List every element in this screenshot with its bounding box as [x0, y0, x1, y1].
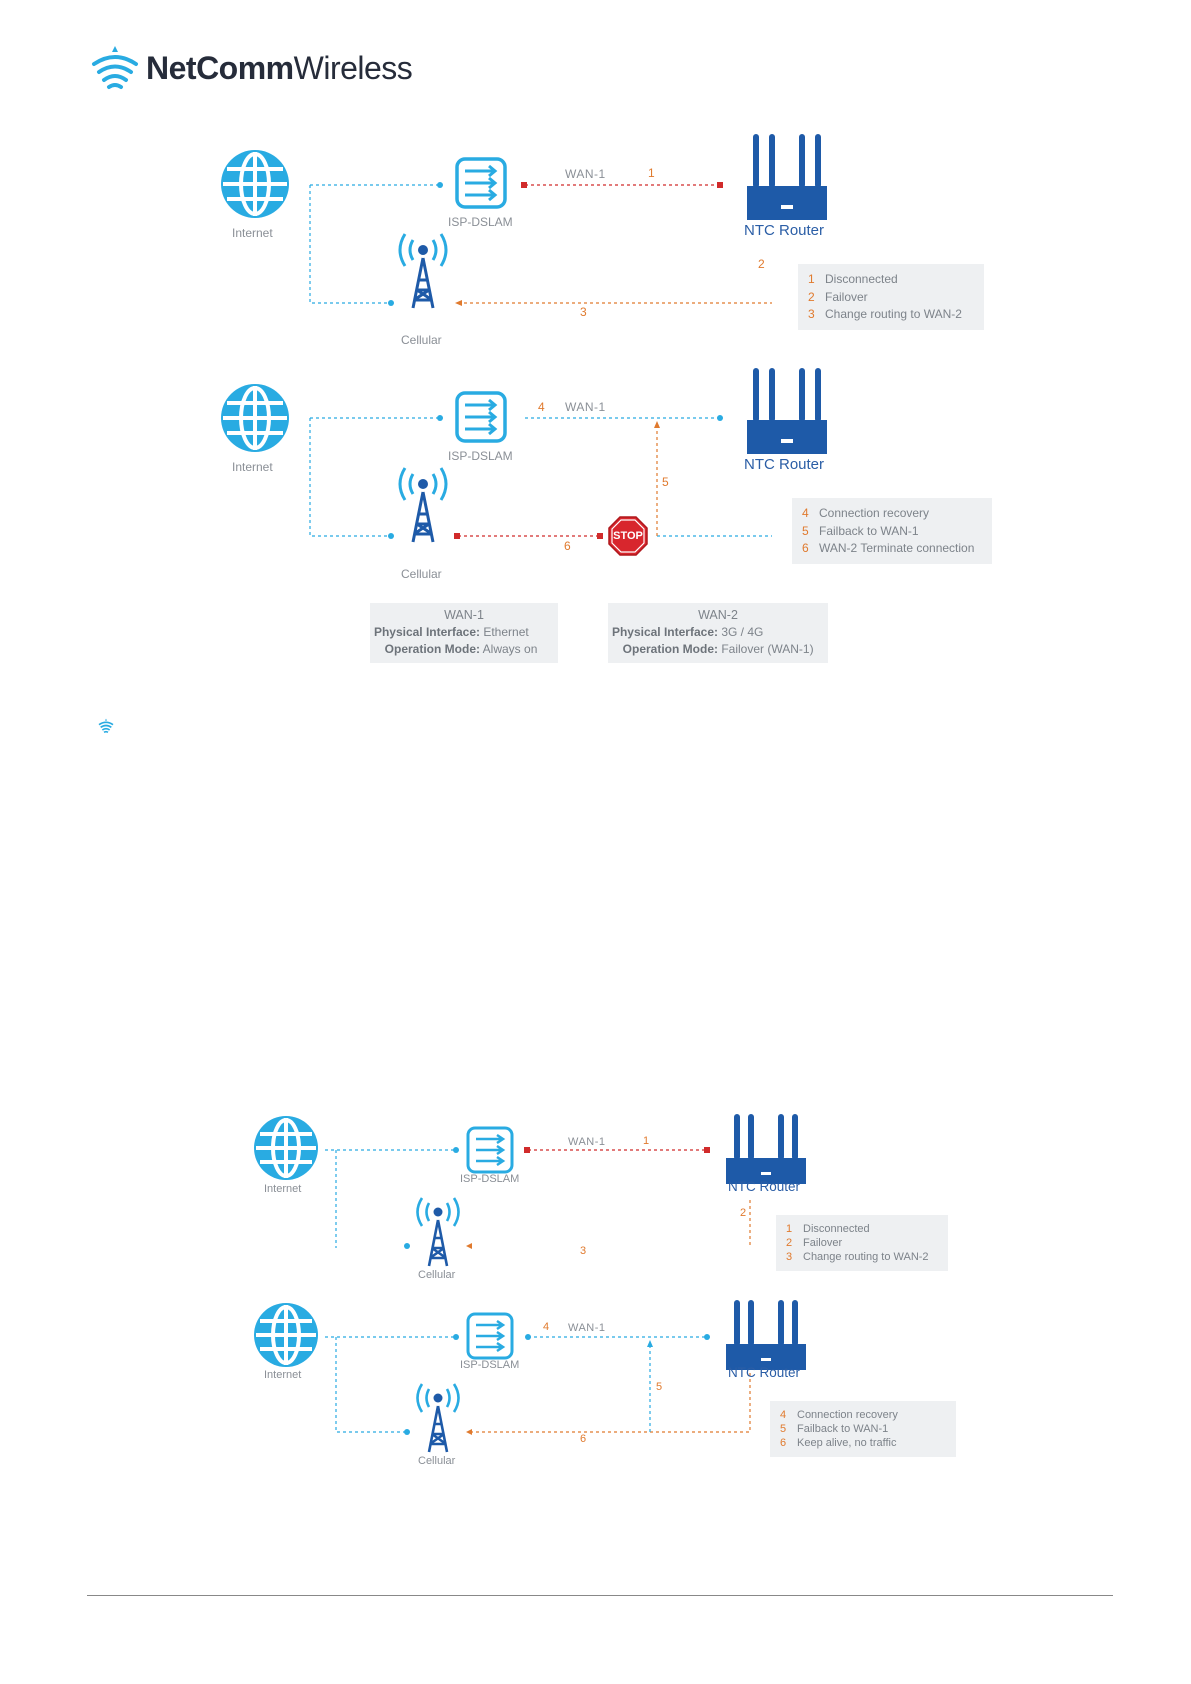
router-label: NTC Router — [744, 222, 825, 239]
router-icon — [747, 368, 827, 454]
cellular-label: Cellular — [418, 1269, 456, 1281]
router-label: NTC Router — [744, 456, 825, 473]
wan-label: WAN-1 — [568, 1322, 606, 1334]
step-number: 3 — [580, 305, 587, 319]
dslam-icon — [455, 391, 507, 443]
stop-label: STOP — [613, 530, 643, 542]
dslam-icon — [466, 1312, 514, 1360]
dslam-icon — [455, 157, 507, 209]
footer-divider — [87, 1595, 1113, 1596]
cellular-tower-icon — [398, 466, 448, 544]
dslam-label: ISP-DSLAM — [460, 1359, 520, 1371]
d2-top-panel — [252, 1114, 806, 1268]
wan-label: WAN-1 — [568, 1136, 606, 1148]
step-number: 1 — [648, 166, 655, 180]
cellular-tower-icon — [416, 1382, 460, 1454]
cellular-tower-icon — [416, 1196, 460, 1268]
cellular-label: Cellular — [418, 1455, 456, 1467]
router-icon — [726, 1300, 806, 1370]
step-number: 6 — [564, 539, 571, 553]
step-number: 6 — [580, 1433, 587, 1445]
step-number: 2 — [758, 257, 765, 271]
router-icon — [747, 134, 827, 220]
netcomm-small-icon — [98, 718, 114, 734]
wan-label: WAN-1 — [565, 400, 606, 414]
step-number: 5 — [656, 1381, 663, 1393]
internet-label: Internet — [232, 226, 273, 240]
dslam-label: ISP-DSLAM — [448, 215, 513, 229]
netcomm-logo-icon — [92, 46, 138, 89]
d1-top-panel — [219, 134, 827, 310]
d1-bottom-panel — [219, 368, 827, 556]
step-number: 1 — [643, 1135, 650, 1147]
d2-bottom-panel — [252, 1300, 806, 1454]
cellular-tower-icon — [398, 232, 448, 310]
internet-label: Internet — [264, 1183, 302, 1195]
step-number: 4 — [538, 400, 545, 414]
brand-name: NetCommWireless — [146, 50, 413, 86]
internet-label: Internet — [264, 1369, 302, 1381]
cellular-label: Cellular — [401, 333, 442, 347]
failover-diagram-2 — [252, 1114, 806, 1454]
stop-sign-icon — [608, 516, 648, 556]
router-label: NTC Router — [728, 1179, 801, 1194]
step-number: 3 — [580, 1245, 587, 1257]
wan-label: WAN-1 — [565, 167, 606, 181]
dslam-icon — [466, 1126, 514, 1174]
internet-globe-icon — [252, 1114, 320, 1182]
cellular-label: Cellular — [401, 567, 442, 581]
config-title: WAN-2 — [698, 608, 738, 622]
step-number: 2 — [740, 1207, 747, 1219]
failover-diagram-1 — [219, 134, 827, 556]
router-icon — [726, 1114, 806, 1184]
dslam-label: ISP-DSLAM — [448, 449, 513, 463]
internet-globe-icon — [252, 1301, 320, 1369]
dslam-label: ISP-DSLAM — [460, 1173, 520, 1185]
router-label: NTC Router — [728, 1365, 801, 1380]
step-number: 4 — [543, 1321, 550, 1333]
internet-globe-icon — [219, 148, 291, 220]
config-title: WAN-1 — [444, 608, 484, 622]
wan1-config-box: WAN-1 Physical Interface: Ethernet Opera… — [370, 603, 558, 663]
internet-globe-icon — [219, 382, 291, 454]
wan2-config-box: WAN-2 Physical Interface: 3G / 4G Operat… — [608, 603, 828, 663]
internet-label: Internet — [232, 460, 273, 474]
step-number: 5 — [662, 475, 669, 489]
